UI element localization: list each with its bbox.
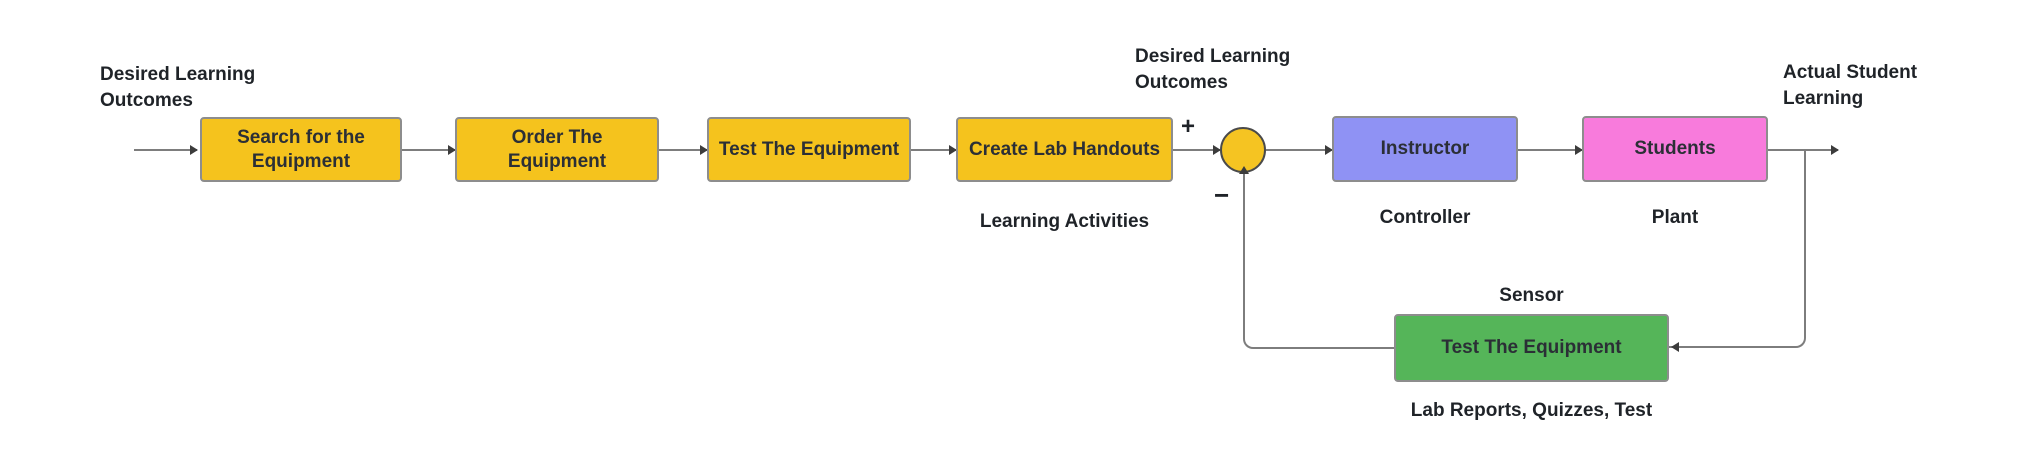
plus-sign: + [1181,113,1196,140]
controller-label: Controller [1379,207,1471,228]
arrowhead-handouts-icon [949,145,957,155]
line-order-to-test [659,149,707,151]
block-instructor: Instructor [1332,116,1518,182]
feedback-line-right [1669,150,1806,348]
line-test-to-handouts [911,149,956,151]
feedback-arrowhead-sensor-icon [1671,342,1679,352]
block-search-equipment: Search for the Equipment [200,117,402,182]
block-test-equipment: Test The Equipment [707,117,911,182]
block-order-equipment-label: Order The Equipment [507,126,607,172]
summing-junction [1220,127,1266,173]
input-line [134,149,197,151]
block-students: Students [1582,116,1768,182]
arrowhead-instructor-icon [1325,145,1333,155]
block-students-label: Students [1634,138,1716,159]
reference-label-line1: Desired Learning [1135,46,1291,67]
input-label: Desired Learning Outcomes [100,62,255,114]
input-label-line1: Desired Learning [100,64,256,85]
block-sensor-test-equipment: Test The Equipment [1394,314,1669,382]
input-arrowhead-icon [190,145,198,155]
arrowhead-junction-icon [1213,145,1221,155]
feedback-arrowhead-junction-icon [1239,166,1249,174]
block-instructor-label: Instructor [1380,138,1470,159]
feedback-caption: Lab Reports, Quizzes, Test [1410,400,1653,421]
minus-sign: − [1214,180,1230,210]
block-sensor-test-equipment-label: Test The Equipment [1441,337,1622,358]
output-label-line2: Learning [1783,88,1864,109]
output-arrowhead-icon [1831,145,1839,155]
line-handouts-to-junction [1173,149,1220,151]
block-create-handouts-label: Create Lab Handouts [968,138,1161,160]
line-instructor-to-students [1518,149,1582,151]
learning-activities-label: Learning Activities [979,211,1150,232]
line-junction-to-instructor [1266,149,1332,151]
block-test-equipment-label: Test The Equipment [718,138,900,160]
feedback-line-left [1243,173,1394,349]
sensor-label: Sensor [1499,285,1564,306]
block-order-equipment: Order The Equipment [455,117,659,182]
reference-label: Desired Learning Outcomes [1135,44,1290,96]
input-label-line2: Outcomes [100,90,193,111]
plant-label: Plant [1651,207,1699,228]
arrowhead-order-icon [448,145,456,155]
block-search-equipment-label: Search for the Equipment [237,126,365,172]
output-label: Actual Student Learning [1783,60,1917,112]
arrowhead-test-icon [700,145,708,155]
arrowhead-students-icon [1575,145,1583,155]
reference-label-line2: Outcomes [1135,72,1228,93]
output-label-line1: Actual Student [1783,62,1918,83]
block-create-handouts: Create Lab Handouts [956,117,1173,182]
line-search-to-order [402,149,455,151]
